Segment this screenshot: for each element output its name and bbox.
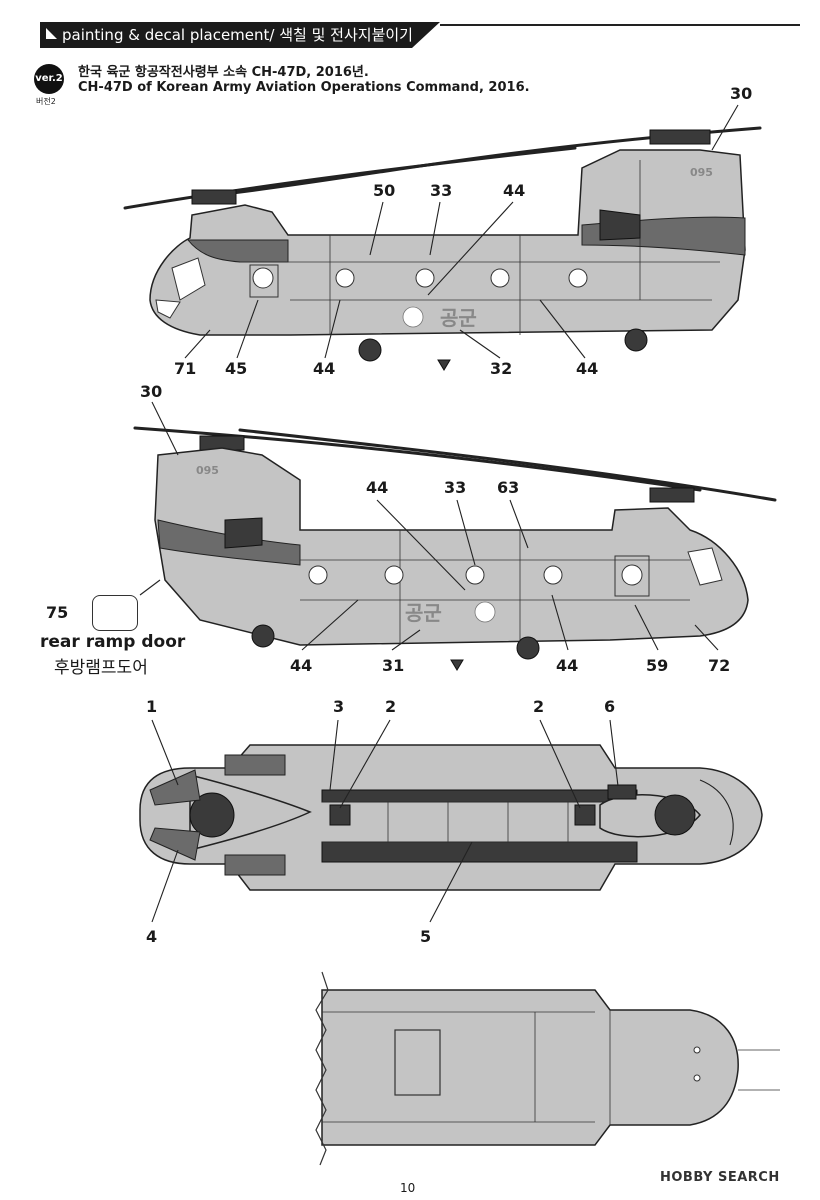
roundel-2 [474,601,496,623]
cockpit-window-1 [171,257,206,301]
rear-rotor-hub-1 [649,129,711,145]
watermark: HOBBY SEARCH [660,1170,780,1185]
callout-44-b: 44 [313,359,336,378]
callout-2-a: 2 [385,697,397,716]
side-view-left: 공군 095 [123,126,762,371]
callout-30-a: 30 [730,84,753,103]
tail-number-2: 095 [196,464,219,477]
version-sub: 버전2 [36,97,56,106]
fuselage-bottom [321,989,739,1146]
rear-ramp-label-ko: 후방램프도어 [54,658,148,678]
callout-44-a: 44 [503,181,526,200]
callout-5: 5 [420,927,432,946]
callout-44-d: 44 [366,478,389,497]
fwd-rotor-blade-2 [238,428,777,502]
front-wheel-2 [516,636,540,660]
rear-ramp-decal-swatch [92,595,138,631]
header-rule [440,24,800,26]
callout-33-b: 33 [444,478,467,497]
drop-marker-1 [437,359,451,371]
callout-32: 32 [490,359,513,378]
callout-50: 50 [373,181,396,200]
header-title: painting & decal placement/ 색칠 및 전사지붙이기 [62,26,413,44]
callout-44-e: 44 [290,656,313,675]
version-badge: ver.2 [34,64,64,94]
callout-45: 45 [225,359,248,378]
cockpit-window-2 [687,547,723,586]
drop-marker-2 [450,659,464,671]
top-view [139,744,763,891]
roundel-text-2: 공군 [405,601,442,625]
rear-rotor-blade-2 [133,426,702,492]
tail-number-1: 095 [690,166,713,179]
side-view-right: 공군 095 [133,426,777,671]
fwd-rotor-hub-1 [191,189,237,205]
callout-44-f: 44 [556,656,579,675]
engine-1 [599,209,641,241]
callout-3: 3 [333,697,345,716]
bottom-view [315,971,780,1166]
rear-wheel-2 [251,624,275,648]
subject-title-en: CH-47D of Korean Army Aviation Operation… [78,80,530,95]
page-number: 10 [400,1181,416,1195]
fwd-rotor-head-top [654,794,696,836]
callout-33-a: 33 [430,181,453,200]
callout-63: 63 [497,478,520,497]
fwd-rotor-hub-2 [649,487,695,503]
walkway-strip [321,841,638,863]
roundel-1 [402,306,424,328]
hatch-1 [329,804,351,826]
hatch-2 [574,804,596,826]
rear-wheel-1 [624,328,648,352]
subject-title-ko: 한국 육군 항공작전사령부 소속 CH-47D, 2016년. [78,65,369,80]
fuselage-side-2 [154,447,749,646]
fuselage-side-1 [149,149,746,336]
rear-ramp-label-en: rear ramp door [40,632,186,652]
callout-6: 6 [604,697,616,716]
callout-75: 75 [46,603,69,622]
leader-lines [139,104,739,923]
engine-2 [224,517,263,549]
callout-31: 31 [382,656,405,675]
callout-72: 72 [708,656,731,675]
chin-window-1 [155,299,181,319]
callout-44-c: 44 [576,359,599,378]
cargo-hook-hatch [394,1029,441,1096]
callout-71: 71 [174,359,197,378]
roundel-text-1: 공군 [440,306,477,330]
callout-1: 1 [146,697,158,716]
callout-2-b: 2 [533,697,545,716]
fwd-rotor-blade-1 [123,146,577,210]
engine-top-right [224,854,286,876]
header-arrow-icon [46,28,57,39]
callout-59: 59 [646,656,669,675]
engine-top-left [224,754,286,776]
rear-rotor-head-top [189,792,235,838]
callout-4: 4 [146,927,158,946]
front-wheel-1 [358,338,382,362]
header-bar [40,22,440,48]
callout-30-b: 30 [140,382,163,401]
